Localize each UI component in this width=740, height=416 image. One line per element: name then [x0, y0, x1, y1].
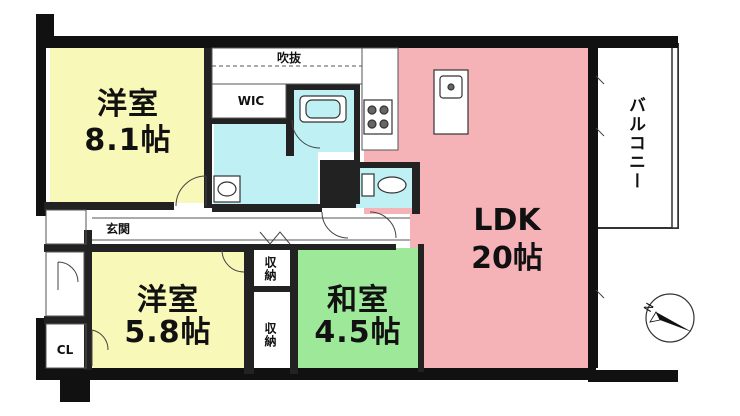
- door-swings: [57, 75, 605, 366]
- interior-walls: [44, 48, 424, 374]
- western-room-2-name: 洋室: [137, 283, 199, 318]
- balcony-label: バルコニー: [625, 96, 645, 191]
- fukinuke-label: 吹抜: [266, 52, 312, 64]
- closet-label: CL: [56, 343, 74, 357]
- fixtures: [213, 69, 469, 203]
- western-room-1-size: 8.1帖: [84, 123, 172, 158]
- japanese-room-fill: [296, 248, 418, 372]
- japanese-room-name: 和室: [327, 283, 389, 318]
- western-room-1-fill: [50, 48, 208, 203]
- storage-1-label: 収納: [263, 256, 277, 282]
- genkan-label: 玄関: [105, 222, 130, 236]
- ldk-name: LDK: [473, 203, 541, 238]
- outer-walls: [36, 14, 678, 402]
- balcony-rail: [671, 43, 679, 229]
- japanese-room-size: 4.5帖: [314, 315, 402, 350]
- partition-lines: [45, 47, 410, 369]
- western-room-1-name: 洋室: [97, 87, 159, 122]
- wic-label: WIC: [237, 94, 265, 108]
- western-room-2-size: 5.8帖: [124, 315, 212, 350]
- storage-2-label: 収納: [263, 322, 277, 348]
- ldk-size: 20帖: [471, 241, 543, 276]
- compass-icon: [645, 293, 695, 343]
- western-room-2-fill: [90, 252, 246, 370]
